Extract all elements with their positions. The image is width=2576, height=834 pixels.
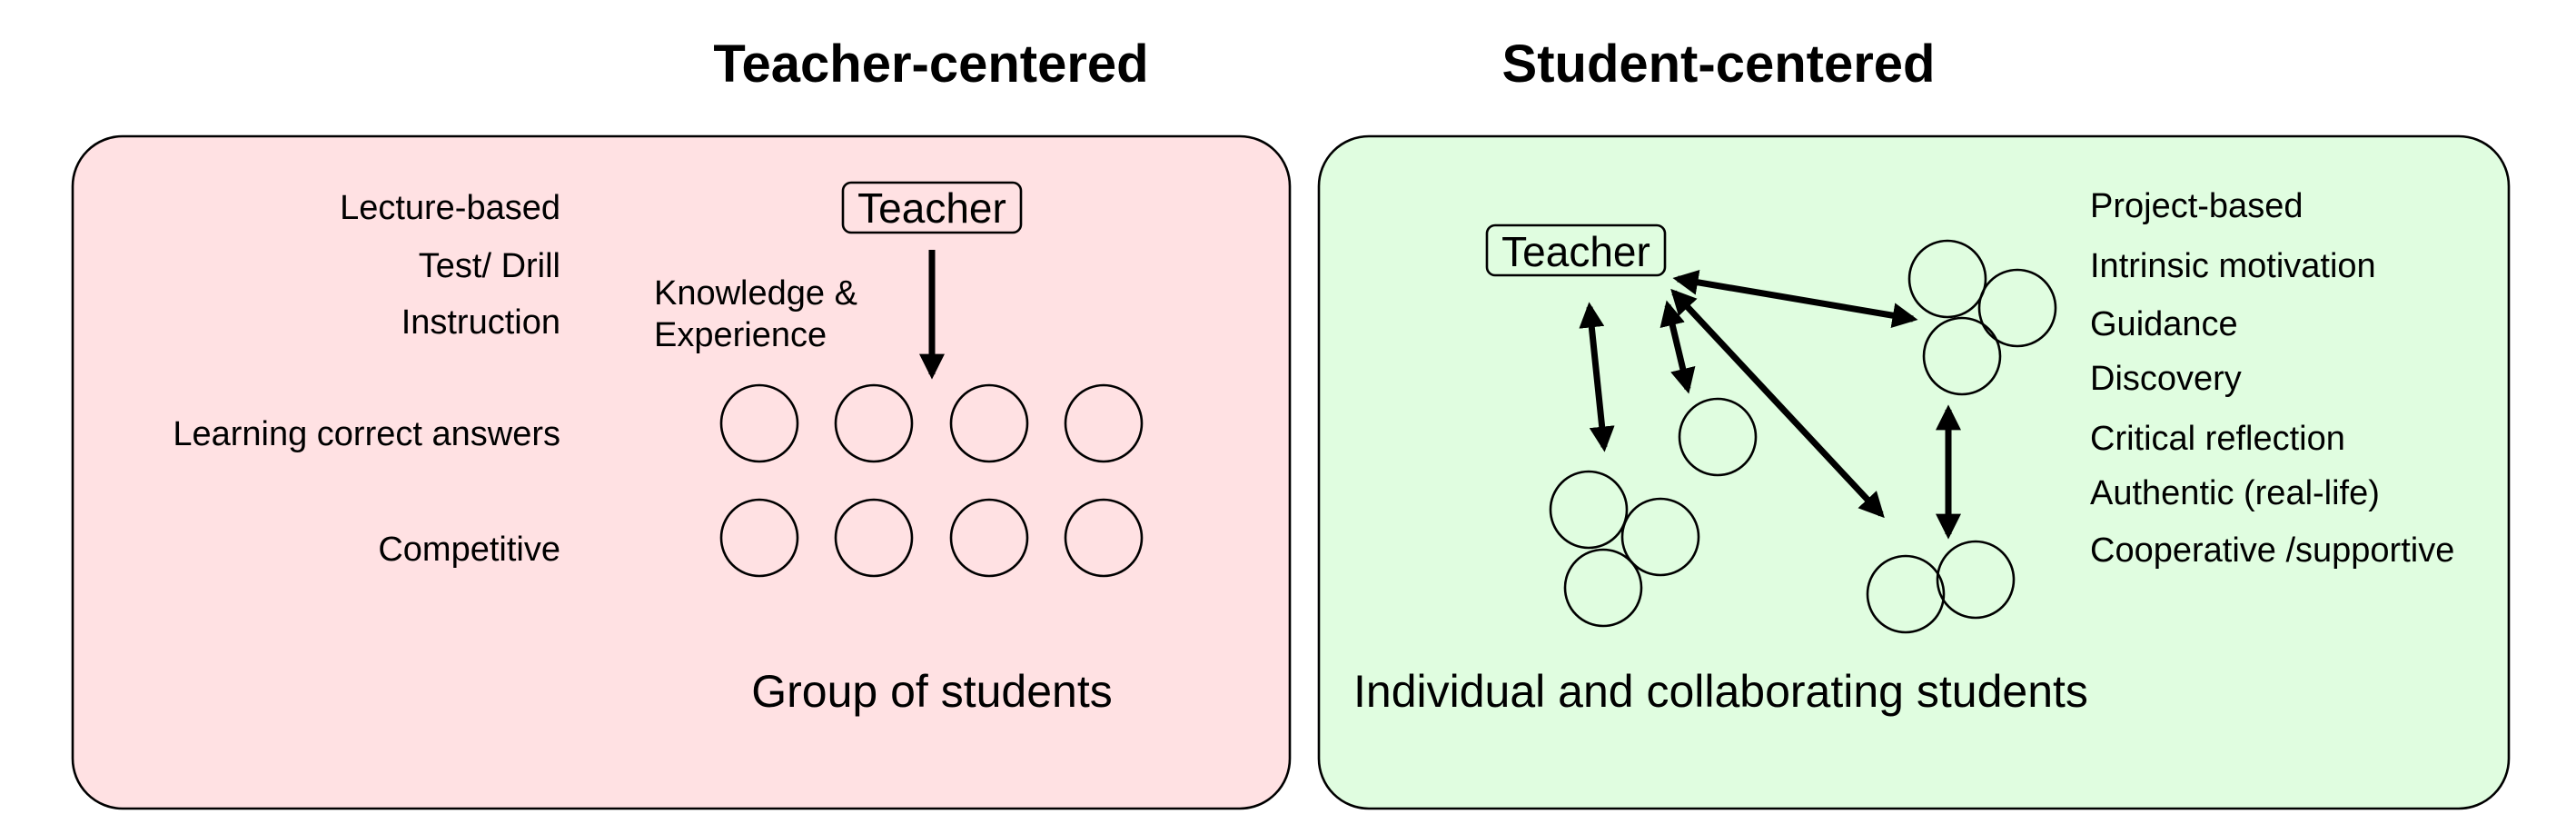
student-circle [834,383,914,463]
trait-authentic: Authentic (real-life) [2090,474,2380,512]
trait-discovery: Discovery [2090,360,2242,398]
teacher-label: Teacher [857,184,1006,232]
teacher-label: Teacher [1501,228,1650,275]
trait-lecture-based: Lecture-based [340,189,560,227]
student-circle [949,383,1029,463]
student-circle [1977,268,2057,348]
student-circle [1549,470,1629,550]
trait-intrinsic-motivation: Intrinsic motivation [2090,247,2376,285]
student-circle [949,498,1029,578]
student-centered-panel: Teacher Project-based Intrinsic motivati… [1317,134,2511,810]
teacher-box [841,181,1023,234]
individual-collaborating-caption: Individual and collaborating students [1353,666,2088,717]
student-circle [1620,497,1700,577]
student-circle [1064,383,1144,463]
group-of-students-caption: Group of students [751,666,1112,717]
teacher-centered-title: Teacher-centered [713,35,1148,94]
teacher-box [1485,223,1667,277]
trait-learning-correct-answers: Learning correct answers [173,415,560,453]
student-circle [1064,498,1144,578]
teacher-pair-arrow [1670,288,1885,519]
trait-instruction: Instruction [401,303,560,342]
student-circle [1563,548,1643,628]
student-circle [834,498,914,578]
student-circle [1866,554,1946,634]
student-centered-title: Student-centered [1502,35,1936,94]
student-pair-bottom [1866,540,2016,634]
student-circle [1936,540,2016,620]
teacher-centered-background [71,134,1292,810]
trait-guidance: Guidance [2090,305,2238,343]
trait-project-based: Project-based [2090,187,2303,225]
knowledge-label: Knowledge & [654,274,857,313]
student-centered-background [1317,134,2511,810]
student-group [719,383,1144,578]
trait-critical-reflection: Critical reflection [2090,420,2345,458]
student-circle [719,498,799,578]
trait-competitive: Competitive [378,531,560,569]
student-cluster-left [1549,470,1700,628]
trait-cooperative: Cooperative /supportive [2090,531,2454,570]
teacher-left-cluster-arrow [1579,302,1615,452]
student-circle [719,383,799,463]
student-circle [1922,316,2002,396]
experience-label: Experience [654,316,827,354]
teacher-centered-panel: Lecture-based Test/ Drill Instruction Le… [71,134,1292,810]
trait-test-drill: Test/ Drill [419,247,560,285]
